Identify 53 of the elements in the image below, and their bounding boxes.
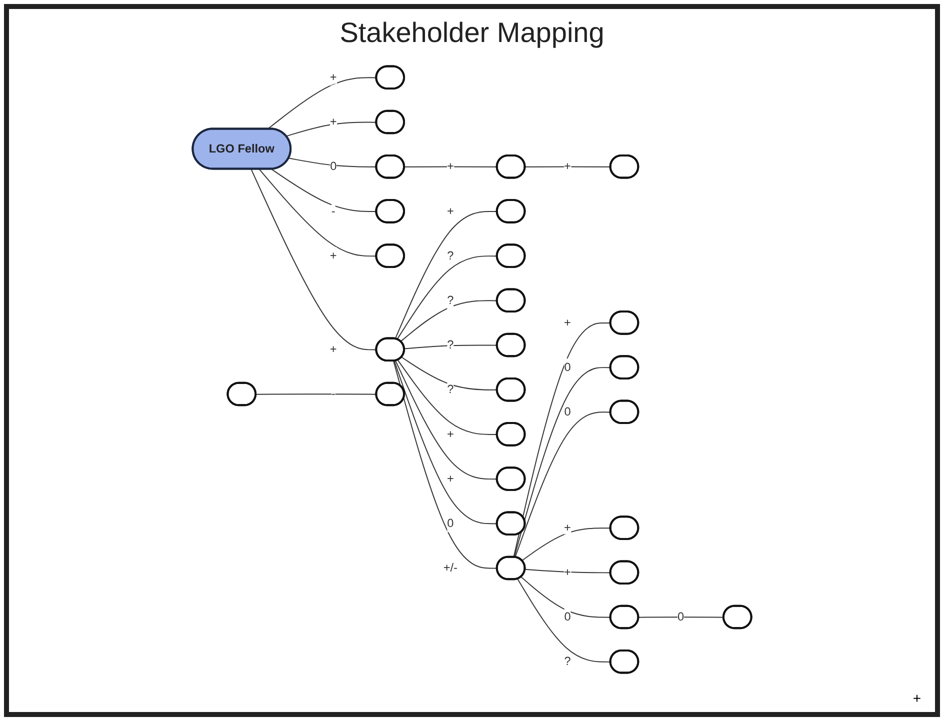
edge-label: + (564, 316, 571, 329)
connector (270, 168, 377, 212)
edge-label: + (564, 566, 571, 579)
edge-label: ? (447, 338, 454, 352)
sign-label: + (912, 690, 921, 706)
edge-label: + (446, 427, 454, 440)
edge-label: + (330, 70, 337, 84)
edge-label: ? (447, 382, 454, 396)
edge-label: 0 (678, 610, 684, 624)
connector (524, 568, 612, 574)
edge-label: 0 (330, 160, 337, 173)
edge-label: ? (564, 654, 571, 668)
edge-label: - (331, 387, 336, 400)
diagram-title: Stakeholder Mapping (338, 17, 606, 49)
connector (393, 360, 498, 569)
edge-label: 0 (564, 610, 571, 624)
edge-label: + (446, 472, 454, 486)
edge-label: + (446, 160, 454, 173)
connector (394, 360, 498, 524)
edge-label: 0 (564, 360, 571, 374)
connector (514, 412, 612, 558)
edge-label: 0 (447, 516, 454, 530)
edge-label: + (564, 160, 571, 173)
connector (288, 158, 377, 168)
edge-label: ? (447, 248, 454, 262)
connector (520, 576, 612, 618)
connector (397, 359, 498, 435)
connector (394, 210, 498, 340)
edge-label: + (330, 115, 337, 128)
edge-label: + (564, 520, 571, 534)
connector (401, 356, 498, 390)
connector (513, 322, 612, 558)
edge-label: +/- (443, 561, 458, 574)
connector (396, 256, 498, 340)
connector (514, 367, 612, 558)
connector (638, 616, 724, 618)
edge-label: + (330, 342, 337, 356)
connector (258, 168, 377, 257)
connector (286, 122, 377, 137)
connector (404, 344, 498, 350)
connector (517, 578, 612, 662)
connector (255, 394, 377, 395)
edge-label: + (330, 248, 337, 262)
connector (404, 166, 498, 168)
connector (400, 300, 498, 342)
connector (250, 168, 377, 350)
connector (395, 360, 498, 480)
edge-label: ? (447, 294, 454, 307)
connector (521, 528, 612, 562)
edge-label: - (331, 204, 336, 218)
edge-label: 0 (564, 405, 571, 418)
connector (524, 166, 612, 168)
edge-label: + (446, 204, 454, 218)
